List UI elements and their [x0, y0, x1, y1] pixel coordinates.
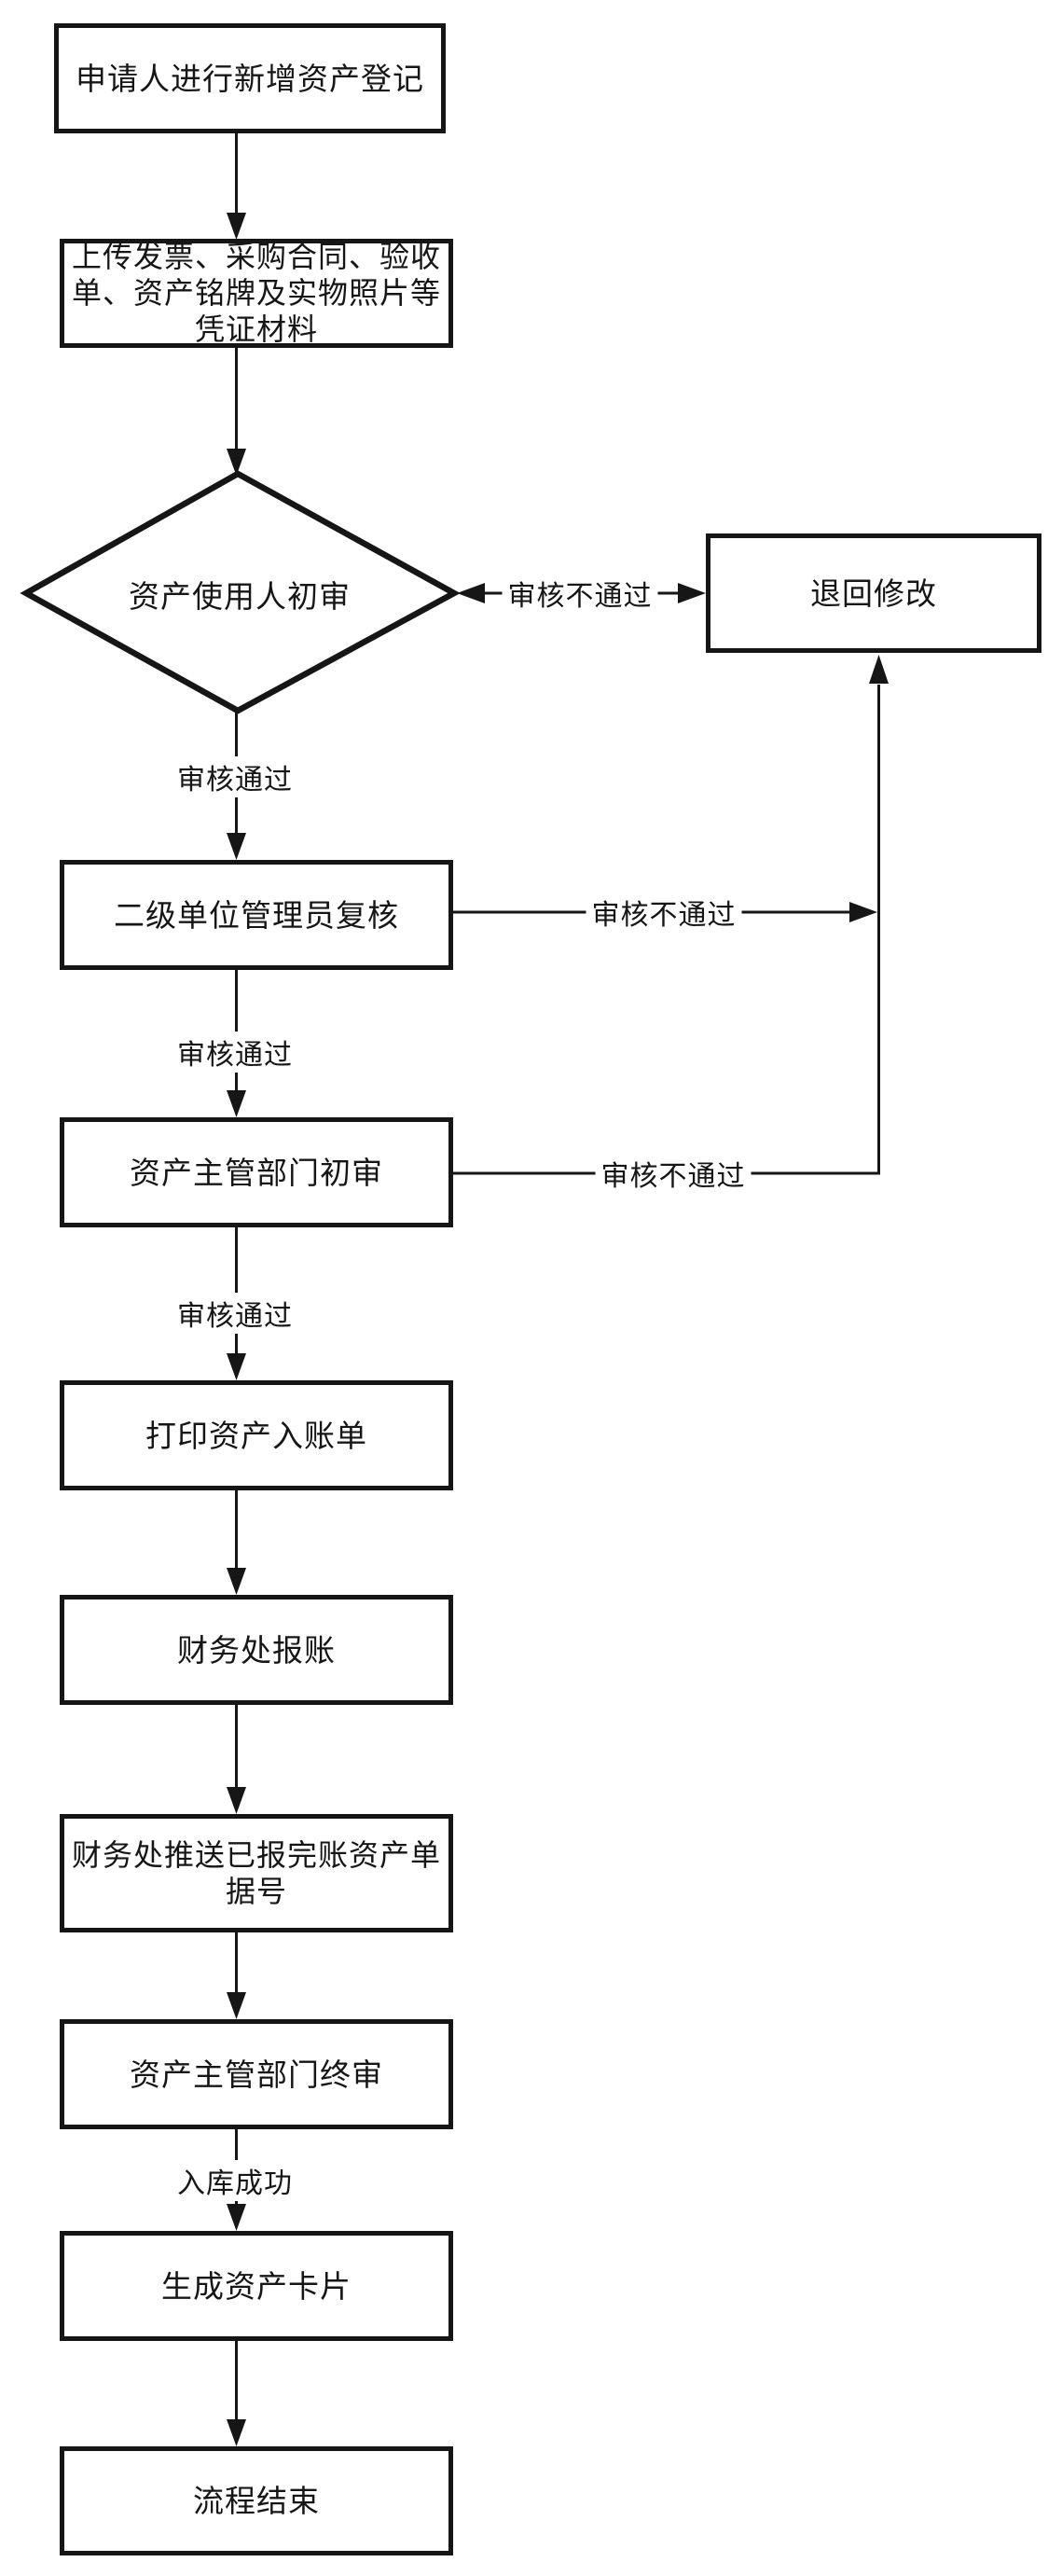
edge-label-storage-success: 入库成功: [172, 2160, 298, 2201]
decision-diamond-shape: [20, 470, 461, 714]
arrowhead-into-decision: [227, 449, 246, 476]
arrowhead-into-recheck: [227, 833, 246, 860]
arrowhead-into-card: [227, 2204, 246, 2231]
node-unit-admin-recheck: 二级单位管理员复核: [60, 860, 453, 970]
arrowhead-into-final-review: [227, 1992, 246, 2019]
edge-label-pass-dept-first: 审核通过: [172, 1293, 298, 1334]
node-generate-asset-card: 生成资产卡片: [60, 2231, 453, 2341]
node-return-modify: 退回修改: [706, 533, 1041, 653]
arrowhead-into-return-left: [678, 583, 706, 603]
node-user-initial-review: 资产使用人初审: [129, 579, 351, 614]
arrowhead-into-finance: [227, 1568, 246, 1595]
edge-label-reject-dept-first: 审核不通过: [595, 1153, 752, 1194]
edge-first-review-reject: [452, 685, 880, 1175]
arrowhead-into-push: [227, 1787, 246, 1814]
arrowhead-into-end: [227, 2419, 246, 2446]
node-finance-reimburse: 财务处报账: [60, 1595, 453, 1705]
node-dept-first-review: 资产主管部门初审: [60, 1117, 453, 1227]
node-upload-vouchers: 上传发票、采购合同、验收 单、资产铭牌及实物照片等 凭证材料: [60, 239, 453, 348]
arrowhead-into-print: [227, 1353, 246, 1380]
arrowhead-into-return-bottom: [869, 655, 889, 684]
edge-label-pass-unit-recheck: 审核通过: [172, 1032, 298, 1073]
node-dept-final-review: 资产主管部门终审: [60, 2019, 453, 2129]
arrowhead-recheck-reject: [849, 902, 877, 922]
edge-label-reject-user-review: 审核不通过: [502, 573, 658, 614]
arrowhead-into-upload: [227, 213, 246, 240]
node-print-entry-form: 打印资产入账单: [60, 1380, 453, 1490]
node-push-doc-number: 财务处推送已报完账资产单 据号: [60, 1814, 453, 1932]
edge-label-pass-user-review: 审核通过: [172, 756, 298, 797]
edge-label-reject-unit-recheck: 审核不通过: [586, 892, 742, 933]
node-start: 申请人进行新增资产登记: [54, 23, 446, 133]
node-process-end: 流程结束: [60, 2446, 453, 2555]
arrowhead-into-decision-right: [457, 583, 485, 603]
arrowhead-into-first-review: [227, 1090, 246, 1117]
